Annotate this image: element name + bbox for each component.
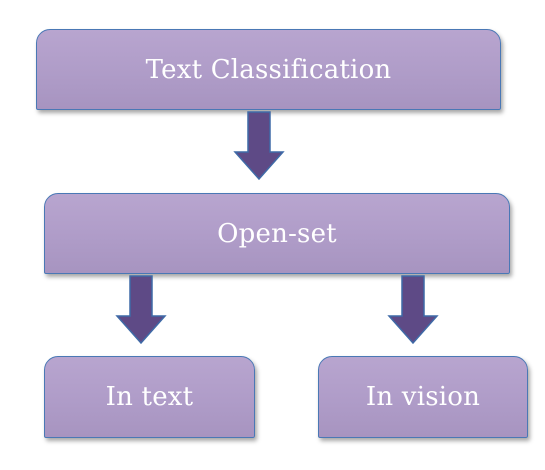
arrow-middle-to-right (387, 275, 439, 345)
arrow-middle-to-left (115, 275, 167, 345)
node-in-text: In text (44, 356, 255, 438)
node-in-vision: In vision (318, 356, 528, 438)
node-label: In vision (365, 382, 481, 412)
node-open-set: Open-set (44, 193, 510, 274)
node-label: Open-set (217, 218, 337, 249)
node-label: In text (105, 382, 194, 412)
node-label: Text Classification (145, 54, 392, 85)
arrow-top-to-middle (233, 111, 285, 181)
node-text-classification: Text Classification (36, 29, 501, 110)
